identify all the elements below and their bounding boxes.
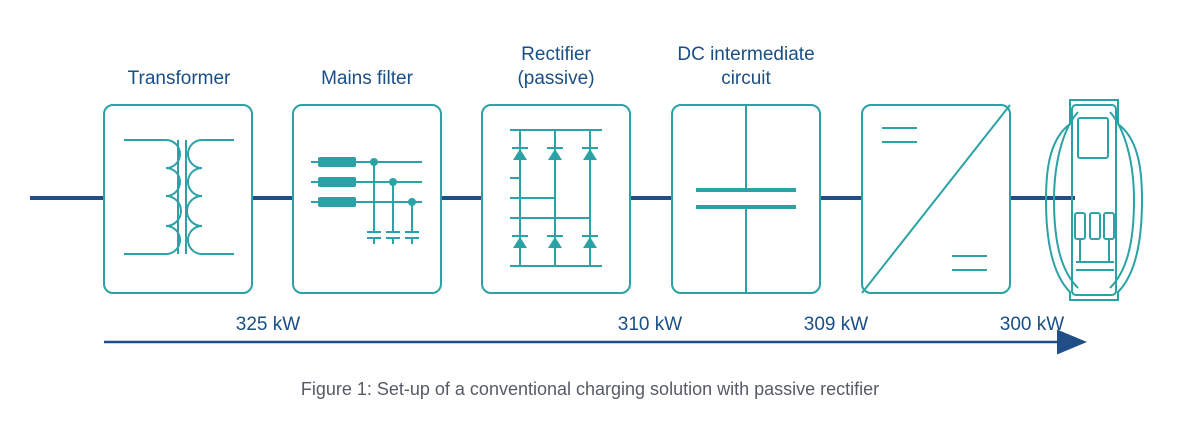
dc-dc-converter-icon — [861, 104, 1011, 294]
charger-icon — [1044, 99, 1144, 301]
label-dc-circuit-line1: DC intermediate — [677, 44, 814, 65]
power-label-325: 325 kW — [236, 314, 300, 335]
rectifier-block — [481, 104, 631, 294]
label-dc-circuit-line2: circuit — [721, 68, 771, 89]
transformer-icon — [124, 139, 234, 255]
figure-caption: Figure 1: Set-up of a conventional charg… — [301, 379, 879, 399]
label-transformer: Transformer — [128, 68, 231, 89]
diode-bridge-icon — [510, 129, 602, 267]
power-label-310: 310 kW — [618, 314, 682, 335]
capacitor-icon — [696, 105, 796, 293]
label-rectifier-line1: Rectifier — [521, 44, 591, 65]
label-mains-filter: Mains filter — [321, 68, 414, 89]
dc-circuit-block — [671, 104, 821, 294]
label-rectifier-line2: (passive) — [517, 68, 594, 89]
converter-block — [861, 104, 1011, 294]
charging-station — [1044, 99, 1144, 301]
power-label-300: 300 kW — [1000, 314, 1064, 335]
power-label-309: 309 kW — [804, 314, 868, 335]
mains-filter-block — [292, 104, 442, 294]
transformer-block — [103, 104, 253, 294]
filter-icon — [311, 157, 422, 244]
